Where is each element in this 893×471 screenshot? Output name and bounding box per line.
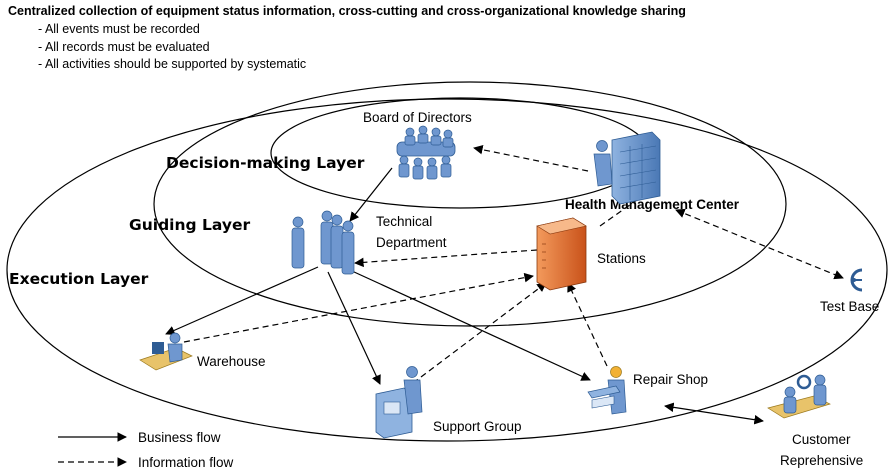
business-flow-arrow xyxy=(327,271,381,385)
health-management-center-label: Health Management Center xyxy=(565,197,740,212)
legend-business-flow-label: Business flow xyxy=(138,430,221,445)
information-flow-arrow xyxy=(473,145,589,172)
customer-representative-label-line1: Customer xyxy=(792,432,851,447)
header-title: Centralized collection of equipment stat… xyxy=(8,4,686,18)
diagram-header: Centralized collection of equipment stat… xyxy=(8,3,888,74)
header-bullet-list: - All events must be recorded - All reco… xyxy=(38,21,888,74)
information-flow-arrow xyxy=(404,282,547,390)
warehouse-label: Warehouse xyxy=(197,354,266,369)
board-meeting-icon xyxy=(396,125,456,180)
test-base-label: Test Base xyxy=(820,299,879,314)
customer-representative-label-line2: Reprehensive xyxy=(780,453,863,468)
customer-representative-icon xyxy=(767,374,831,419)
bullet-item: - All records must be evaluated xyxy=(38,39,210,54)
bullet-item: - All activities should be supported by … xyxy=(38,57,307,71)
execution-layer-ellipse xyxy=(6,98,888,442)
stations-label: Stations xyxy=(597,251,646,266)
business-flow-arrow xyxy=(349,167,393,222)
repair-shop-label: Repair Shop xyxy=(633,372,708,387)
execution-layer-label: Execution Layer xyxy=(9,270,149,288)
repair-technician-icon xyxy=(587,366,627,415)
business-flow-arrow xyxy=(165,266,319,335)
board-of-directors-label: Board of Directors xyxy=(363,110,472,125)
warehouse-worker-icon xyxy=(139,332,193,371)
information-flow-arrow xyxy=(354,249,538,268)
business-flow-arrow xyxy=(340,265,591,381)
technical-department-people-icon xyxy=(291,210,355,275)
satellite-dish-icon xyxy=(850,268,863,292)
legend-information-flow-label: Information flow xyxy=(138,455,234,470)
business-flow-arrow xyxy=(664,402,764,425)
information-flow-arrow xyxy=(183,272,534,343)
support-group-label: Support Group xyxy=(433,419,522,434)
information-flow-arrow xyxy=(675,208,844,280)
decision-layer-label: Decision-making Layer xyxy=(166,154,365,172)
guiding-layer-ellipse xyxy=(153,81,787,327)
technical-department-label-line1: Technical xyxy=(376,214,432,229)
support-group-workstation-icon xyxy=(375,366,423,439)
information-flow-arrow xyxy=(567,282,608,367)
bullet-item: - All events must be recorded xyxy=(38,22,200,36)
legend: Business flow Information flow xyxy=(58,430,234,470)
technical-department-label-line2: Department xyxy=(376,235,447,250)
server-rack-icon xyxy=(593,131,661,205)
server-icon xyxy=(536,217,587,291)
guiding-layer-label: Guiding Layer xyxy=(129,216,250,234)
